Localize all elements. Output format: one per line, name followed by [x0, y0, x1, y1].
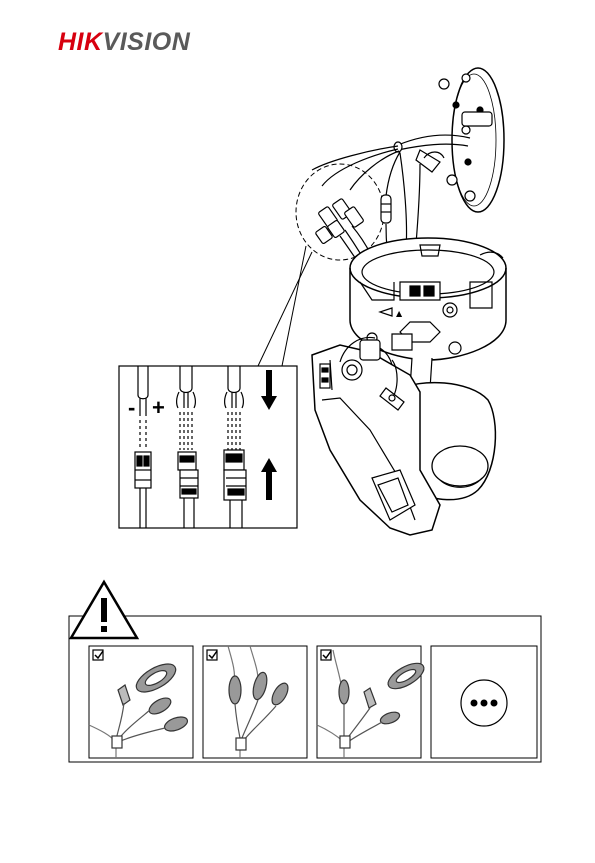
- warning-triangle-icon: [71, 582, 137, 638]
- more-icon: [461, 680, 507, 726]
- polarity-minus-label: -: [128, 397, 135, 419]
- warning-section: [69, 582, 541, 762]
- svg-text:▲: ▲: [396, 309, 403, 318]
- panel-4: [431, 646, 537, 758]
- panel-3: [317, 646, 428, 758]
- polarity-plus-label: +: [152, 397, 165, 419]
- checkbox-checked-icon: [321, 650, 331, 660]
- connector-cluster: [315, 195, 391, 244]
- checkbox-checked-icon: [93, 650, 103, 660]
- camera-body: [312, 334, 495, 535]
- detail-inset: [119, 366, 297, 528]
- panel-2: [203, 646, 307, 758]
- wall-mount-plate: [439, 68, 504, 212]
- panel-1: [89, 646, 193, 758]
- checkbox-checked-icon: [207, 650, 217, 660]
